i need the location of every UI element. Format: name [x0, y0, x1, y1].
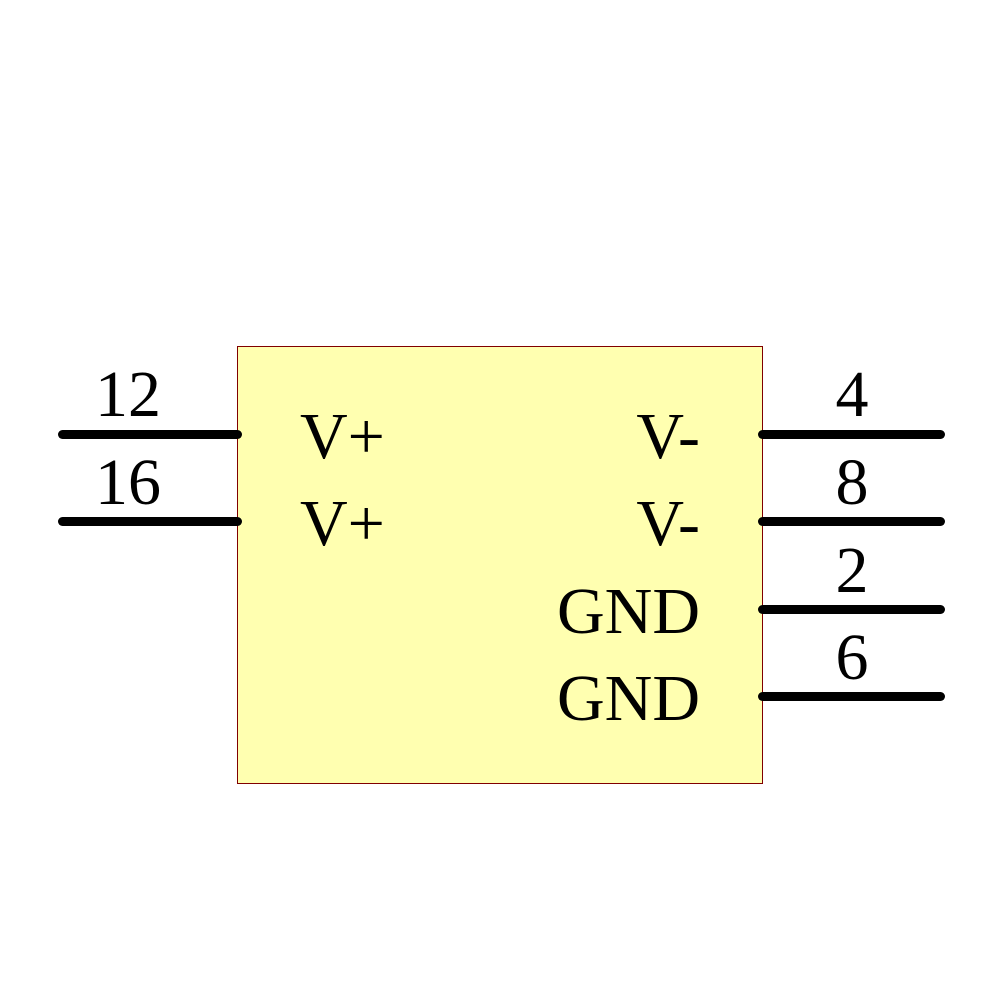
pin-line-16[interactable] [58, 517, 242, 526]
pin-number-8: 8 [835, 446, 869, 519]
pin-line-12[interactable] [58, 430, 242, 439]
component-body[interactable] [237, 346, 763, 784]
pin-number-6: 6 [835, 621, 869, 694]
pin-name-v-minus-1: V- [636, 400, 700, 473]
pin-name-v-minus-2: V- [636, 487, 700, 560]
pin-line-4[interactable] [758, 430, 945, 439]
pin-line-6[interactable] [758, 692, 945, 701]
pin-name-v-plus-1: V+ [300, 400, 385, 473]
pin-name-gnd-2: GND [557, 662, 700, 735]
pin-number-2: 2 [835, 534, 869, 607]
pin-line-8[interactable] [758, 517, 945, 526]
pin-name-gnd-1: GND [557, 575, 700, 648]
pin-number-16: 16 [95, 446, 161, 519]
pin-number-12: 12 [95, 358, 161, 431]
pin-name-v-plus-2: V+ [300, 487, 385, 560]
pin-line-2[interactable] [758, 605, 945, 614]
pin-number-4: 4 [835, 358, 869, 431]
